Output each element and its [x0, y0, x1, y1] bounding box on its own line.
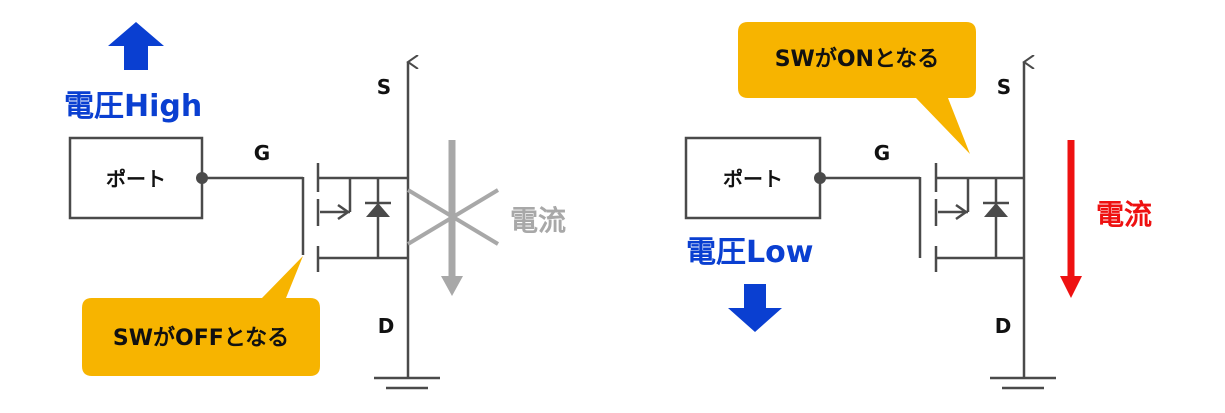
- gate-label: G: [254, 141, 270, 165]
- body-diode: [366, 203, 390, 217]
- port-label: ポート: [106, 167, 166, 191]
- source-label: S: [377, 75, 391, 99]
- voltage-high-label: 電圧High: [64, 89, 202, 124]
- up-arrow-icon: [108, 22, 164, 70]
- port-label-right: ポート: [723, 167, 783, 191]
- current-label-flowing: 電流: [1096, 198, 1152, 231]
- mosfet-symbol: [316, 62, 440, 390]
- port-box-right: [684, 136, 822, 220]
- crossed-arrow-icon: [406, 140, 500, 296]
- mosfet-symbol-right: [934, 62, 1056, 390]
- left-panel: 電圧High ポート G S D: [64, 22, 566, 390]
- callout-off: SWがOFFとなる: [82, 256, 320, 376]
- callout-on: SWがONとなる: [738, 22, 976, 154]
- drain-label: D: [378, 314, 395, 338]
- current-arrow-icon: [1060, 140, 1082, 298]
- source-label-right: S: [997, 75, 1011, 99]
- gate-label-right: G: [874, 141, 890, 165]
- right-panel: SWがONとなる ポート 電圧Low G: [684, 22, 1152, 390]
- voltage-low-label: 電圧Low: [686, 235, 813, 270]
- callout-on-text: SWがONとなる: [775, 46, 940, 72]
- body-diode-right: [984, 203, 1008, 217]
- current-label-blocked: 電流: [510, 204, 566, 237]
- callout-off-text: SWがOFFとなる: [113, 325, 289, 351]
- drain-label-right: D: [995, 314, 1012, 338]
- down-arrow-icon: [728, 284, 782, 332]
- port-box: [68, 136, 204, 220]
